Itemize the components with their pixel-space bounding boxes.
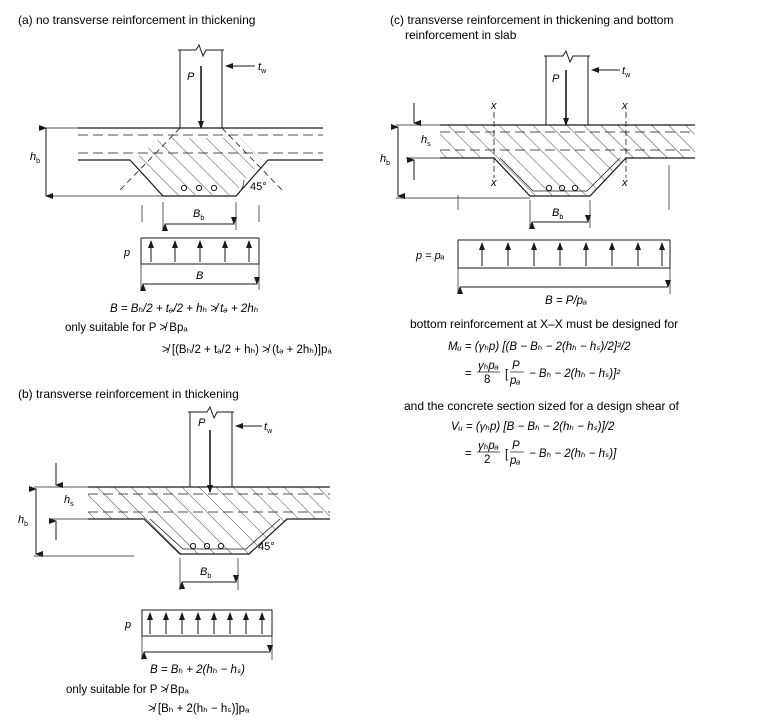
panel-a-wall-label: tw xyxy=(258,61,267,75)
panel-b-depth-label: hb xyxy=(18,514,28,528)
panel-a-angle-label: 45° xyxy=(250,181,267,193)
panel-b-eq-width: B = Bₕ + 2(hₕ − hₛ) xyxy=(150,664,245,676)
panel-b-caption: (b) transverse reinforcement in thickeni… xyxy=(18,387,239,401)
panel-a-caption: (a) no transverse reinforcement in thick… xyxy=(18,13,255,27)
panel-a-wall xyxy=(178,43,224,128)
panel-a: (a) no transverse reinforcement in thick… xyxy=(18,13,332,356)
panel-b-width-label: Bb xyxy=(200,566,211,580)
panel-c-eq-shear2: = γₕpₐ 2 [ P pₐ − Bₕ − 2(hₕ − hₛ)] xyxy=(465,440,617,467)
panel-c-moment2-den: 8 xyxy=(484,374,490,386)
panel-c-pressure-block xyxy=(457,239,671,269)
panel-b-wall-label: tw xyxy=(264,421,273,435)
panel-a-eq-width: B = Bₕ/2 + tₔ/2 + hₕ ≯ tₔ + 2hₕ xyxy=(110,303,259,315)
panel-a-load-label: P xyxy=(187,71,195,83)
panel-c-shear2-rest: − Bₕ − 2(hₕ − hₛ)] xyxy=(529,448,617,460)
panel-a-slab-outline xyxy=(78,127,323,197)
panel-c-transverse-link xyxy=(499,157,621,192)
panel-b-bars xyxy=(189,542,225,550)
panel-a-eq-suitable: only suitable for P ≯ Bpₐ xyxy=(65,322,188,334)
panel-c-moment2-rest: − Bₕ − 2(hₕ − hₛ)]² xyxy=(529,368,621,380)
panel-c-load-label: P xyxy=(552,73,560,85)
panel-b-eq-suitable: only suitable for P ≯ Bpₐ xyxy=(66,684,189,696)
panel-c-bars xyxy=(545,184,579,192)
panel-c-moment2-frac-num: P xyxy=(512,360,520,372)
panel-c-moment2-frac-den: pₐ xyxy=(509,375,521,387)
panel-a-bars xyxy=(180,184,218,192)
svg-text:=: = xyxy=(465,368,472,380)
panel-b-pressure-label: p xyxy=(124,619,131,631)
panel-c-shear2-frac-num: P xyxy=(512,440,520,452)
svg-text:[: [ xyxy=(505,449,509,461)
panel-c-text-shear: and the concrete section sized for a des… xyxy=(404,399,680,413)
panel-c-hatch xyxy=(440,125,695,196)
panel-c-slab-depth-label: hs xyxy=(421,134,431,148)
panel-c-moment2-coef: γₕpₐ xyxy=(478,360,499,372)
panel-c-section-label-tr: x xyxy=(621,100,628,112)
panel-b: (b) transverse reinforcement in thickeni… xyxy=(18,387,330,715)
panel-b-angle-label: 45° xyxy=(258,541,275,553)
panel-c-eq-moment2: = γₕpₐ 8 [ P pₐ − Bₕ − 2(hₕ − hₛ)]² xyxy=(465,360,621,387)
panel-c-shear2-frac-den: pₐ xyxy=(509,455,521,467)
panel-c-slab-outline xyxy=(440,124,695,197)
panel-c-caption-line1: (c) transverse reinforcement in thickeni… xyxy=(390,13,673,27)
panel-a-depth-label: hb xyxy=(30,151,40,165)
panel-a-eq-suitable2: ≯ [(Bₕ/2 + tₔ/2 + hₕ) ≯ (tₔ + 2hₕ)]pₐ xyxy=(162,344,332,356)
panel-a-pressure-block xyxy=(140,237,260,265)
svg-text:=: = xyxy=(465,448,472,460)
panel-c-eq-shear: Vᵤ = (γₕp) [B − Bₕ − 2(hₕ − hₛ)]/2 xyxy=(451,421,615,433)
panel-c-text-moment: bottom reinforcement at X–X must be desi… xyxy=(410,317,678,331)
panel-a-pressure-arrows xyxy=(148,240,252,262)
panel-a-base-label: B xyxy=(196,270,203,282)
panel-a-spread-left xyxy=(119,127,181,191)
panel-c-caption-line2: reinforcement in slab xyxy=(405,28,517,42)
panel-c-wall xyxy=(544,49,590,125)
panel-a-angle-arc xyxy=(237,179,245,195)
panel-c-eq-width: B = P/pₐ xyxy=(545,295,587,307)
panel-b-eq-suitable2: ≯ [Bₕ + 2(hₕ − hₛ)]pₐ xyxy=(148,703,250,715)
svg-text:[: [ xyxy=(505,369,509,381)
panel-b-pressure-arrows xyxy=(147,612,265,634)
panel-b-wall xyxy=(188,405,234,487)
panel-a-pressure-label: p xyxy=(123,247,130,259)
panel-a-width-label: Bb xyxy=(193,208,204,222)
panel-c-wall-label: tw xyxy=(622,65,631,79)
panel-c-pressure-label: p = pₐ xyxy=(415,250,445,262)
panel-b-slab-depth-label: hs xyxy=(64,494,74,508)
panel-b-load-label: P xyxy=(198,417,206,429)
panel-b-slab-outline xyxy=(88,486,330,555)
panel-c-section-label-tl: x xyxy=(490,100,497,112)
panel-b-transverse-link xyxy=(149,518,281,550)
panel-a-spread-right xyxy=(221,127,283,191)
panel-c-section-label-bl: x xyxy=(490,177,497,189)
panel-c-shear2-coef: γₕpₐ xyxy=(478,440,499,452)
panel-c: (c) transverse reinforcement in thickeni… xyxy=(380,13,695,467)
panel-c-depth-label: hb xyxy=(380,153,390,167)
panel-c-section-label-br: x xyxy=(621,177,628,189)
panel-b-pressure-block xyxy=(141,609,273,637)
panel-c-width-label: Bb xyxy=(552,207,563,221)
panel-c-eq-moment: Mᵤ = (γₕp) [(B − Bₕ − 2(hₕ − hₛ)/2]²/2 xyxy=(448,341,631,353)
panel-c-shear2-den: 2 xyxy=(484,454,490,466)
panel-c-pressure-arrows xyxy=(479,242,665,266)
